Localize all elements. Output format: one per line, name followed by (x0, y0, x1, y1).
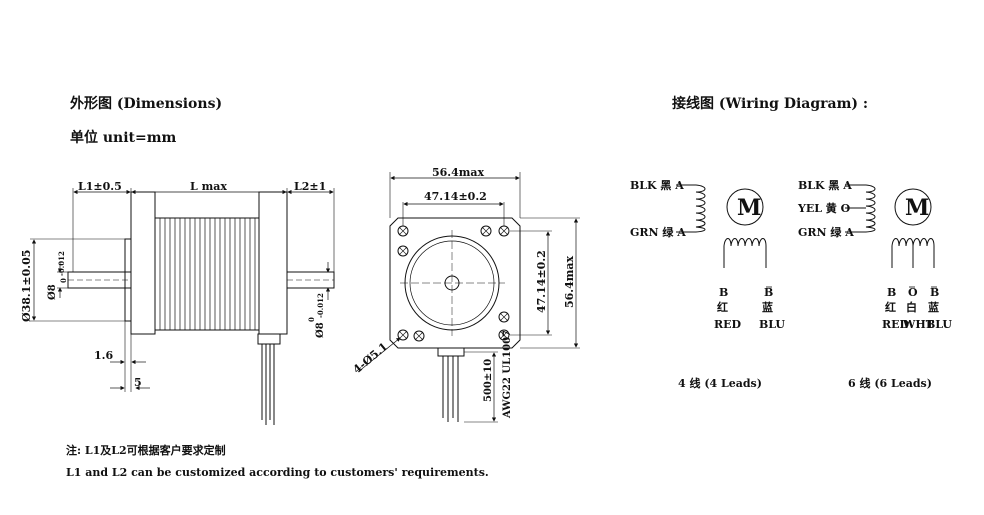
dim-flange-thickness: 1.6 (94, 349, 113, 362)
w6-b: B (887, 286, 896, 299)
w6-b-bar: B (930, 286, 939, 299)
w4-motor-symbol: M (737, 195, 761, 221)
lamination-lines (159, 218, 256, 330)
dim-hole-spacing-h: 47.14±0.2 (424, 190, 487, 203)
dimensions-title: 外形图 (Dimensions) (70, 96, 223, 112)
side-lead-wires (257, 333, 281, 425)
dim-height-max: 56.4max (563, 255, 576, 308)
dim-front-shaft-tol-top: 0 (59, 278, 68, 283)
front-square (389, 217, 521, 349)
front-lead-wires (437, 347, 465, 422)
w6-o: O (908, 286, 918, 299)
w6-grn: GRN 绿 A (798, 225, 854, 239)
unit-label: 单位 unit=mm (70, 130, 177, 146)
w4-blk: BLK 黑 A (630, 179, 684, 192)
wiring-6-leads (845, 184, 937, 288)
w4-red: RED (714, 318, 742, 331)
coil-b-4 (723, 238, 767, 268)
w6-wht: WHT (902, 318, 935, 331)
stator-body (154, 217, 260, 331)
w4-blu-cn: 蓝 (762, 300, 773, 314)
w6-motor-symbol: M (905, 195, 929, 221)
coil-a-6 (865, 184, 876, 233)
dim-front-shaft-tol-bottom: -0.012 (57, 251, 66, 276)
w6-yel: YEL 黄 O (797, 201, 851, 215)
note-cn: 注: L1及L2可根据客户要求定制 (66, 444, 226, 457)
dim-hole-spacing-v: 47.14±0.2 (535, 250, 548, 313)
dim-rear-shaft-tol-top: 0 (307, 317, 316, 322)
motor-circle-4 (726, 188, 764, 226)
w6-caption: 6 线 (6 Leads) (848, 376, 932, 390)
w6-red: RED (882, 318, 910, 331)
motor-circle-6 (894, 188, 932, 226)
dim-l1: L1±0.5 (78, 180, 122, 193)
side-view (30, 188, 335, 425)
dim-width-max: 56.4max (432, 166, 485, 179)
front-view (357, 172, 580, 423)
dim-l-max: L max (190, 180, 227, 193)
coil-a-4 (695, 184, 706, 233)
rear-cap (258, 191, 288, 335)
wiring-4-leads (676, 184, 772, 288)
wiring-title: 接线图 (Wiring Diagram) : (672, 96, 869, 112)
w4-b: B (719, 286, 728, 299)
w4-grn: GRN 绿 A (630, 225, 686, 239)
w4-b-bar: B (764, 286, 773, 299)
w4-red-cn: 红 (717, 300, 728, 314)
w4-blu: BLU (759, 318, 785, 331)
w6-blk: BLK 黑 A (798, 179, 852, 192)
dim-lead-length: 500±10 (483, 359, 494, 402)
front-flange (130, 191, 156, 335)
mount-holes (397, 225, 510, 342)
dim-flat-length: 5 (134, 376, 142, 389)
wire-spec: AWG22 UL1007 (502, 330, 513, 419)
note-en: L1 and L2 can be customized according to… (66, 466, 489, 479)
dim-rear-shaft-dia: Ø8 (315, 322, 326, 338)
w6-red-cn: 红 (885, 300, 896, 314)
w4-caption: 4 线 (4 Leads) (678, 376, 762, 390)
w6-blu-cn: 蓝 (928, 300, 939, 314)
dim-pilot-dia: Ø38.1±0.05 (20, 250, 33, 322)
dim-l2: L2±1 (294, 180, 326, 193)
w6-wht-cn: 白 (906, 300, 917, 314)
w6-blu: BLU (926, 318, 952, 331)
coil-b-6 (891, 238, 935, 268)
dim-front-shaft-dia: Ø8 (47, 284, 58, 300)
dim-holes: 4-Ø5.1 (351, 340, 391, 376)
dim-rear-shaft-tol-bottom: -0.012 (316, 293, 325, 318)
